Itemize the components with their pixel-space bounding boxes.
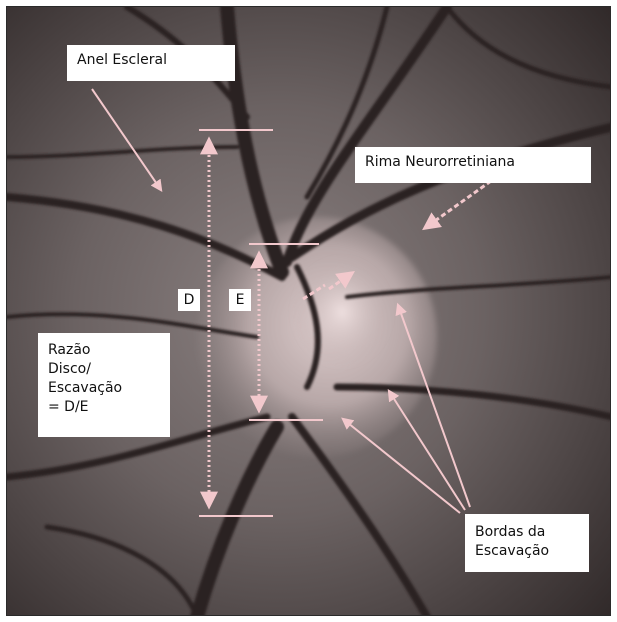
cup-borders-label: Bordas da Escavação bbox=[465, 514, 589, 572]
scleral-ring-text: Anel Escleral bbox=[77, 52, 167, 68]
ratio-line-3: Escavação bbox=[48, 379, 160, 398]
fundus-photo: Anel Escleral Rima Neurorretiniana D E R… bbox=[6, 6, 611, 616]
neuroretinal-rim-label: Rima Neurorretiniana bbox=[355, 147, 591, 183]
cup-disc-ratio-label: Razão Disco/ Escavação = D/E bbox=[38, 333, 170, 437]
cup-borders-line-1: Bordas da bbox=[475, 523, 579, 542]
scleral-ring-label: Anel Escleral bbox=[67, 45, 235, 81]
disc-tag: D bbox=[178, 289, 200, 311]
ratio-line-2: Disco/ bbox=[48, 360, 160, 379]
neuroretinal-rim-text: Rima Neurorretiniana bbox=[365, 154, 515, 170]
cup-tag: E bbox=[229, 289, 251, 311]
ratio-line-4: = D/E bbox=[48, 398, 160, 417]
ratio-line-1: Razão bbox=[48, 341, 160, 360]
cup-borders-line-2: Escavação bbox=[475, 542, 579, 561]
disc-tag-text: D bbox=[184, 292, 195, 308]
cup-tag-text: E bbox=[236, 292, 245, 308]
optic-cup bbox=[292, 257, 392, 367]
